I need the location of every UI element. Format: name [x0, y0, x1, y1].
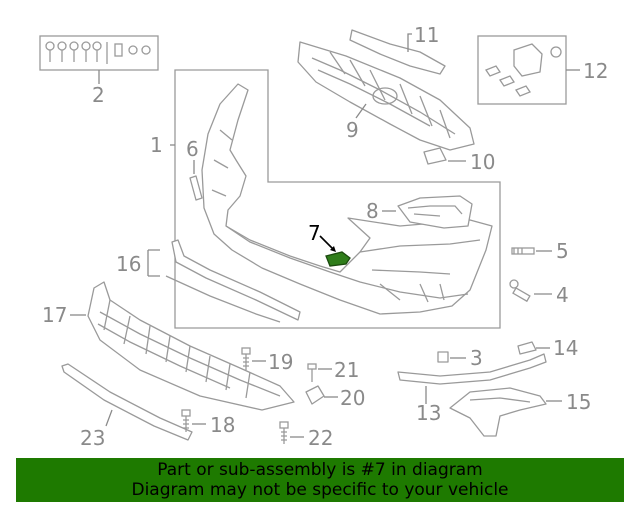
callout-15: 15	[566, 390, 591, 414]
part-11-upper-bracket[interactable]	[349, 29, 446, 75]
callout-8: 8	[366, 199, 379, 223]
callout-14: 14	[553, 336, 578, 360]
callout-3: 3	[470, 346, 483, 370]
parts-diagram: 1 2 3 4 5 6 7 8 9 10 11 12 13 14 15 16 1…	[39, 23, 608, 450]
part-13-trim-strip[interactable]	[397, 353, 547, 385]
part-9-grille[interactable]	[297, 41, 475, 151]
part-4-bolt[interactable]	[509, 279, 531, 303]
callout-17: 17	[42, 303, 67, 327]
part-20-clip[interactable]	[305, 385, 325, 405]
callout-5: 5	[556, 239, 569, 263]
callout-21: 21	[334, 358, 359, 382]
part-21-screw[interactable]	[307, 363, 317, 382]
callout-10: 10	[470, 150, 495, 174]
part-3-nut[interactable]	[437, 351, 449, 363]
part-7-highlighted[interactable]	[325, 251, 351, 267]
callout-18: 18	[210, 413, 235, 437]
part-14-clip[interactable]	[517, 341, 537, 355]
part-17-lower-grille[interactable]	[87, 281, 295, 411]
callout-7: 7	[308, 221, 321, 245]
callout-1: 1	[150, 133, 163, 157]
part-12-bracket-kit[interactable]	[477, 35, 567, 105]
callout-20: 20	[340, 386, 365, 410]
part-5-bolt[interactable]	[511, 247, 535, 255]
callout-19: 19	[268, 350, 293, 374]
callout-22: 22	[308, 426, 333, 450]
part-1-group-frame	[174, 69, 501, 329]
part-10-clip[interactable]	[423, 147, 447, 165]
callout-23: 23	[80, 426, 105, 450]
callout-16: 16	[116, 252, 141, 276]
part-22-bolt[interactable]	[279, 421, 289, 444]
banner-line-disclaimer: Diagram may not be specific to your vehi…	[131, 480, 509, 500]
callout-6: 6	[186, 137, 199, 161]
callout-13: 13	[416, 401, 441, 425]
callout-2: 2	[92, 83, 105, 107]
part-15-bracket[interactable]	[449, 387, 547, 437]
part-6-side-trim[interactable]	[189, 175, 203, 201]
part-23-lower-strip[interactable]	[61, 363, 193, 441]
part-19-bolt[interactable]	[241, 347, 251, 370]
notice-banner: Part or sub-assembly is #7 in diagram Di…	[16, 458, 624, 502]
part-2-hardware-kit[interactable]	[39, 35, 159, 71]
callout-4: 4	[556, 283, 569, 307]
callout-9: 9	[346, 118, 359, 142]
callout-12: 12	[583, 59, 608, 83]
banner-line-part-info: Part or sub-assembly is #7 in diagram	[157, 460, 483, 480]
part-18-bolt[interactable]	[181, 409, 191, 432]
part-8-fog-bracket[interactable]	[397, 195, 473, 229]
part-16-strips[interactable]	[165, 239, 301, 323]
callout-11: 11	[414, 23, 439, 47]
